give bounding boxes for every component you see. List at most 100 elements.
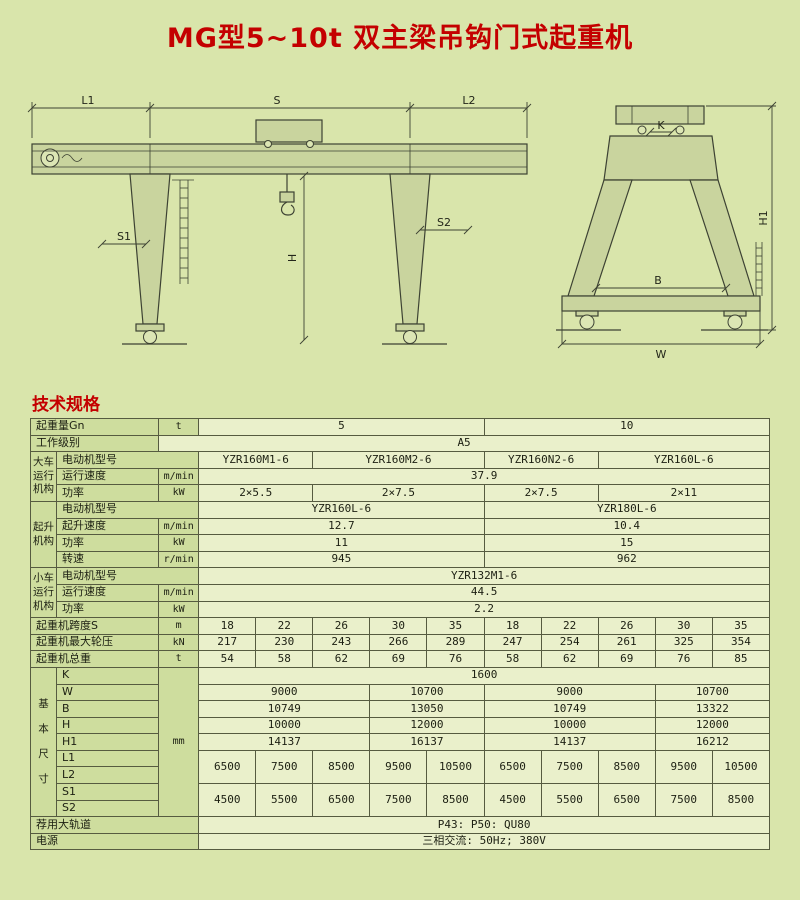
- ladder: [172, 179, 194, 284]
- spec-row-label: 起升速度: [56, 517, 160, 536]
- spec-value: 6500: [483, 749, 542, 785]
- dim-label-s2: S2: [437, 216, 451, 229]
- spec-value: 325: [654, 633, 713, 652]
- spec-value: P43: P50: QU80: [198, 816, 770, 834]
- spec-value: 12000: [369, 716, 485, 735]
- portal-leg-right: [689, 179, 755, 297]
- spec-value: 13322: [654, 700, 771, 718]
- spec-value: YZR160L-6: [597, 451, 771, 469]
- spec-value: 58: [255, 650, 314, 668]
- spec-value: 8500: [312, 749, 371, 785]
- spec-value: 261: [597, 633, 656, 652]
- portal-head: [603, 135, 719, 181]
- spec-value: 16137: [369, 733, 485, 751]
- spec-value: 58: [483, 650, 542, 668]
- spec-value: 5: [198, 418, 485, 436]
- spec-value: 289: [426, 633, 485, 652]
- crane-leg-right: [389, 173, 431, 325]
- spec-value: 10000: [483, 716, 656, 735]
- spec-row-label: 运行速度: [56, 467, 160, 486]
- hook-icon: [280, 201, 295, 216]
- dim-label-h: H: [286, 254, 299, 262]
- spec-row: L2: [31, 766, 770, 785]
- spec-value: 35: [711, 617, 771, 635]
- spec-value: 9500: [654, 749, 713, 785]
- spec-unit: mm: [158, 666, 200, 818]
- spec-value: 35: [426, 617, 485, 635]
- spec-value: YZR160L-6: [198, 500, 485, 519]
- spec-unit: kW: [158, 600, 200, 619]
- trolley-wheel: [306, 140, 314, 148]
- cable-coil: [61, 154, 83, 162]
- wheel-left: [143, 330, 157, 344]
- spec-value: 18: [198, 617, 257, 635]
- spec-row: S2: [31, 799, 770, 818]
- spec-value: 2.2: [198, 600, 770, 619]
- spec-value: 18: [483, 617, 542, 635]
- spec-value: 76: [654, 650, 713, 668]
- spec-row-label: K: [56, 666, 160, 685]
- spec-row-label: 运行速度: [56, 583, 160, 602]
- spec-value: A5: [158, 434, 770, 453]
- spec-value: 9000: [483, 683, 656, 702]
- spec-value: 945: [198, 550, 485, 569]
- wheel-left: [579, 314, 595, 330]
- spec-group-label: 基 本 尺 寸: [29, 666, 58, 818]
- dim-label-s: S: [274, 94, 281, 107]
- spec-value: 44.5: [198, 583, 770, 602]
- spec-row-label: 荐用大轨道: [29, 816, 200, 834]
- spec-value: YZR160N2-6: [483, 451, 599, 469]
- spec-unit: m/min: [158, 517, 200, 536]
- spec-unit: m/min: [158, 467, 200, 486]
- spec-value: 2×7.5: [483, 484, 599, 502]
- spec-row-label: L1: [56, 749, 160, 768]
- hoist-trolley: [615, 105, 705, 125]
- spec-value: 76: [426, 650, 485, 668]
- spec-unit: m: [158, 617, 200, 635]
- spec-value: 69: [597, 650, 656, 668]
- spec-value: 22: [255, 617, 314, 635]
- spec-value: 243: [312, 633, 371, 652]
- spec-value: 2×5.5: [198, 484, 314, 502]
- spec-unit: r/min: [158, 550, 200, 569]
- spec-group-label: 大车 运行 机构: [29, 451, 58, 502]
- spec-value: 85: [711, 650, 771, 668]
- spec-value: 4500: [198, 783, 257, 818]
- spec-value: 8500: [711, 783, 771, 818]
- spec-value: 10000: [198, 716, 371, 735]
- spec-value: 14137: [198, 733, 371, 751]
- spec-value: 217: [198, 633, 257, 652]
- spec-value: 11: [198, 534, 485, 552]
- spec-value: 10749: [198, 700, 371, 718]
- spec-row-label: H1: [56, 733, 160, 751]
- spec-row-label: 电源: [29, 832, 200, 851]
- spec-value: 7500: [255, 749, 314, 785]
- spec-value: 7500: [654, 783, 713, 818]
- spec-value: 7500: [369, 783, 428, 818]
- spec-value: 26: [312, 617, 371, 635]
- spec-row-label: 起重量Gn: [29, 418, 160, 436]
- front-view-drawing: L1 S L2 S1 S2 H: [27, 94, 532, 345]
- dim-label-k: K: [657, 119, 665, 132]
- wheel-right: [403, 330, 417, 344]
- spec-value: YZR180L-6: [483, 500, 771, 519]
- spec-value: 10500: [711, 749, 771, 785]
- spec-value: 8500: [597, 749, 656, 785]
- spec-row-label: 功率: [56, 600, 160, 619]
- spec-unit: t: [158, 418, 200, 436]
- dimension-lines: [27, 102, 532, 345]
- wheel-mount-left: [135, 323, 165, 332]
